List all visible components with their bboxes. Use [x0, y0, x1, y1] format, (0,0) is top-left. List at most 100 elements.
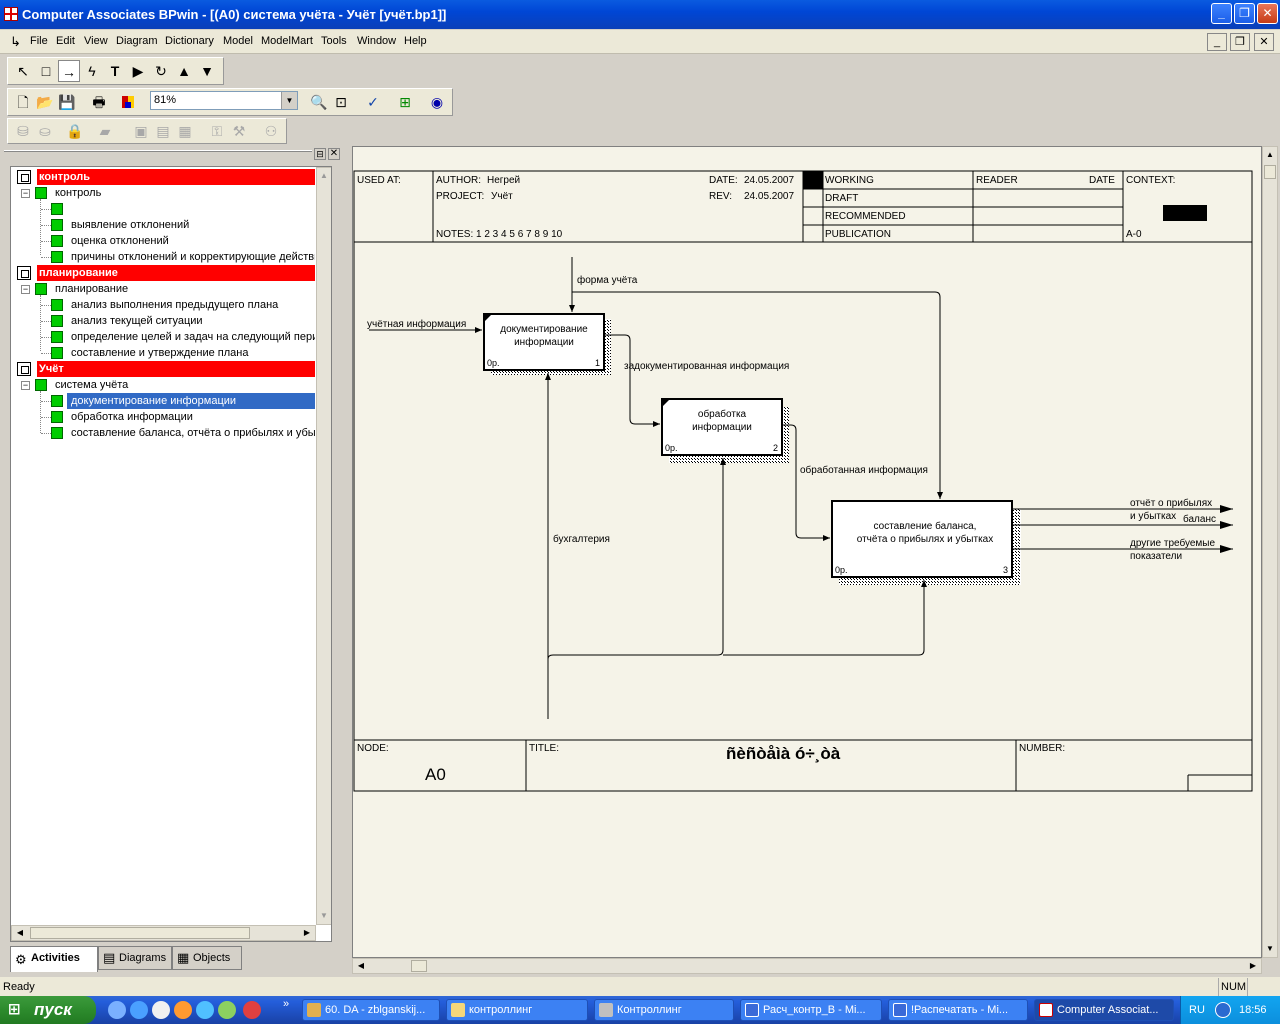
- spell-check-icon[interactable]: ✓: [367, 94, 379, 110]
- tree-item-kontrol[interactable]: − контроль: [21, 187, 102, 199]
- tree-vertical-scrollbar[interactable]: ▲ ▼: [316, 167, 331, 925]
- menu-edit[interactable]: Edit: [56, 35, 75, 47]
- canvas-vertical-scrollbar[interactable]: ▲ ▼: [1262, 146, 1278, 958]
- print-icon[interactable]: 🖶: [92, 94, 106, 110]
- document-icon[interactable]: ↳: [10, 34, 21, 49]
- arrow-box1-box2[interactable]: [604, 334, 660, 427]
- zoom-fit-icon[interactable]: ⊡: [335, 94, 347, 110]
- mdi-minimize-button[interactable]: _: [1207, 33, 1227, 51]
- tree-item[interactable]: составление баланса, отчёта о прибылях и…: [11, 425, 315, 441]
- close-button[interactable]: ✕: [1257, 3, 1278, 24]
- media-player-icon[interactable]: [174, 1001, 192, 1019]
- mm-save-icon[interactable]: ▣: [134, 123, 148, 139]
- idef0-diagram[interactable]: USED AT: AUTHOR: Негрей PROJECT: Учёт DA…: [353, 147, 1263, 959]
- panel-close-icon[interactable]: ✕: [328, 148, 340, 160]
- tree-item[interactable]: причины отклонений и корректирующие дейс…: [11, 249, 315, 265]
- tree-item[interactable]: выявление отклонений: [11, 217, 315, 233]
- tree-horizontal-scrollbar[interactable]: ◀ ▶: [11, 925, 316, 941]
- task-button-1[interactable]: 60. DA - zblganskij...: [302, 999, 440, 1021]
- mm-connect-icon[interactable]: ⛁: [17, 123, 29, 139]
- tab-diagrams[interactable]: ▤ Diagrams: [98, 946, 172, 970]
- activity-box-2[interactable]: обработка информации 0р. 2: [661, 398, 789, 463]
- new-file-icon[interactable]: 🗋: [17, 94, 29, 110]
- menu-tools[interactable]: Tools: [321, 35, 347, 47]
- task-button-2[interactable]: контроллинг: [446, 999, 588, 1021]
- activity-box-1[interactable]: документирование информации 0р. 1: [483, 313, 611, 375]
- mdi-restore-button[interactable]: ❐: [1230, 33, 1250, 51]
- email-icon[interactable]: [152, 1001, 170, 1019]
- rotate-icon[interactable]: ↻: [155, 63, 167, 79]
- start-button[interactable]: ⊞ пуск: [0, 996, 96, 1024]
- mm-grid-icon[interactable]: ▦: [178, 123, 192, 139]
- scroll-left-icon[interactable]: ◀: [357, 961, 365, 970]
- show-desktop-icon[interactable]: [108, 1001, 126, 1019]
- menu-modelmart[interactable]: ModelMart: [261, 35, 313, 47]
- zoom-combobox[interactable]: 81% ▼: [150, 91, 298, 110]
- tree-item[interactable]: составление и утверждение плана: [11, 345, 315, 361]
- task-button-5[interactable]: !Распечатать - Mi...: [888, 999, 1028, 1021]
- arrow-control-box3[interactable]: [572, 291, 943, 499]
- color-icon[interactable]: [118, 91, 140, 113]
- menu-help[interactable]: Help: [404, 35, 427, 47]
- go-parent-icon[interactable]: ▲: [177, 63, 191, 79]
- mm-merge-icon[interactable]: ▤: [156, 123, 170, 139]
- collapse-icon[interactable]: −: [21, 380, 30, 390]
- opera-icon[interactable]: [243, 1001, 261, 1019]
- scroll-thumb[interactable]: [411, 960, 427, 972]
- menu-model[interactable]: Model: [223, 35, 253, 47]
- tree-item[interactable]: определение целей и задач на следующий п…: [11, 329, 315, 345]
- messenger-icon[interactable]: [218, 1001, 236, 1019]
- mm-security-icon[interactable]: ⚿: [211, 123, 223, 139]
- mm-disconnect-icon[interactable]: ⛀: [39, 123, 51, 139]
- internet-explorer-icon[interactable]: [130, 1001, 148, 1019]
- tab-activities[interactable]: ⚙ Activities: [10, 946, 98, 972]
- menu-view[interactable]: View: [84, 35, 108, 47]
- mm-lock-icon[interactable]: 🔒: [66, 123, 84, 139]
- tab-objects[interactable]: ▦ Objects: [172, 946, 242, 970]
- scroll-thumb[interactable]: [1264, 165, 1276, 179]
- tree-item-planirovanie[interactable]: − планирование: [21, 283, 129, 295]
- tree-model-kontrol[interactable]: контроль: [11, 169, 315, 185]
- mm-open-icon[interactable]: ▰: [99, 123, 111, 139]
- language-indicator[interactable]: RU: [1189, 1004, 1205, 1016]
- scroll-down-icon[interactable]: ▼: [1266, 944, 1274, 953]
- tree-item-sistema-ucheta[interactable]: − система учёта: [21, 379, 129, 391]
- arrow-tool-icon[interactable]: →: [58, 60, 80, 82]
- maximize-button[interactable]: ❐: [1234, 3, 1255, 24]
- activity-box-3[interactable]: составление баланса, отчёта о прибылях и…: [831, 500, 1021, 585]
- collapse-icon[interactable]: −: [21, 284, 30, 294]
- network-icon[interactable]: [196, 1001, 214, 1019]
- chevron-down-icon[interactable]: ▼: [281, 92, 297, 109]
- quicklaunch-expand-icon[interactable]: »: [283, 998, 290, 1010]
- tree-item[interactable]: анализ выполнения предыдущего плана: [11, 297, 315, 313]
- text-tool-icon[interactable]: T: [110, 63, 120, 79]
- scroll-down-icon[interactable]: ▼: [320, 911, 328, 920]
- tree-model-planirovanie[interactable]: планирование: [11, 265, 315, 281]
- tree-item-selected[interactable]: документирование информации: [11, 393, 315, 409]
- mm-users-icon[interactable]: ⚇: [264, 123, 278, 139]
- squiggle-tool-icon[interactable]: ϟ: [88, 63, 96, 79]
- menu-dictionary[interactable]: Dictionary: [165, 35, 214, 47]
- modelmart-icon[interactable]: ◉: [430, 94, 444, 110]
- tree-item[interactable]: анализ текущей ситуации: [11, 313, 315, 329]
- minimize-button[interactable]: _: [1211, 3, 1232, 24]
- tree-item[interactable]: оценка отклонений: [11, 233, 315, 249]
- tray-app-icon[interactable]: [1215, 1002, 1231, 1018]
- scroll-thumb[interactable]: [30, 927, 250, 939]
- diagram-window[interactable]: USED AT: AUTHOR: Негрей PROJECT: Учёт DA…: [352, 146, 1262, 958]
- go-child-icon[interactable]: ▶: [132, 63, 144, 79]
- menu-window[interactable]: Window: [357, 35, 397, 47]
- activities-tree[interactable]: контроль − контроль выявление отклонений…: [10, 166, 332, 942]
- mm-tools-icon[interactable]: ⚒: [232, 123, 246, 139]
- menu-file[interactable]: File: [30, 35, 48, 47]
- collapse-icon[interactable]: −: [21, 188, 30, 198]
- mdi-close-button[interactable]: ✕: [1254, 33, 1274, 51]
- tree-item[interactable]: обработка информации: [11, 409, 315, 425]
- scroll-up-icon[interactable]: ▲: [320, 171, 328, 180]
- tree-item[interactable]: [11, 201, 315, 217]
- panel-restore-icon[interactable]: ⊟: [314, 148, 326, 160]
- task-button-3[interactable]: Контроллинг: [594, 999, 734, 1021]
- go-down-icon[interactable]: ▼: [200, 63, 214, 79]
- box-tool-icon[interactable]: □: [41, 63, 51, 79]
- arrow-box2-box3[interactable]: [782, 424, 830, 541]
